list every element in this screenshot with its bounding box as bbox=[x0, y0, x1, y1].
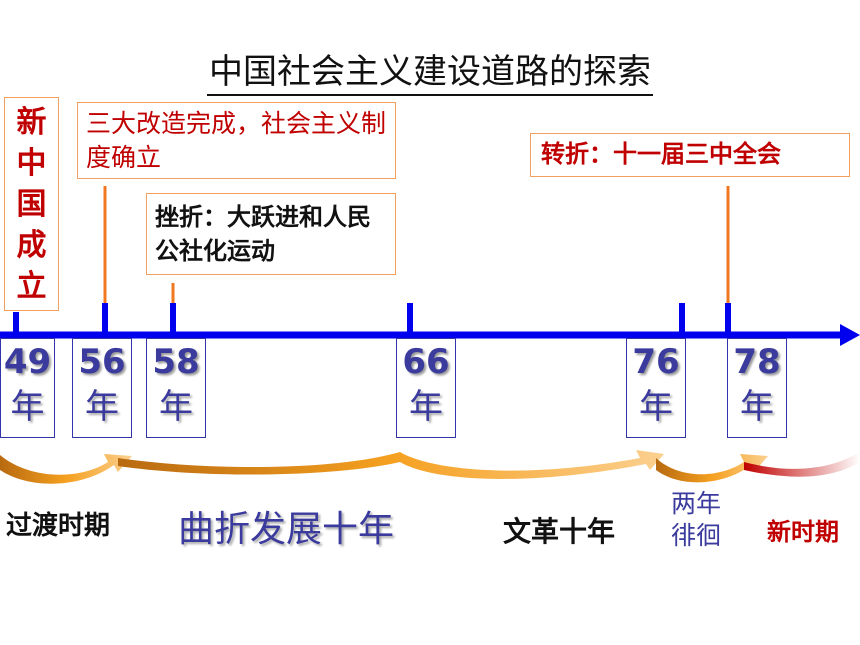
arrow-tortuous bbox=[118, 450, 664, 479]
event-turning-point: 转折：十一届三中全会 bbox=[530, 133, 850, 177]
period-transition: 过渡时期 bbox=[6, 511, 111, 541]
event-setback: 挫折：大跃进和人民公社化运动 bbox=[146, 193, 396, 275]
arrow-transition bbox=[0, 454, 132, 484]
year-49: 49 年 bbox=[0, 338, 55, 438]
period-tortuous: 曲折发展十年 bbox=[178, 509, 395, 550]
year-66: 66 年 bbox=[396, 338, 456, 438]
period-cultural-revolution: 文革十年 bbox=[503, 515, 616, 548]
event-founding: 新中国成立 bbox=[4, 97, 59, 311]
year-56: 56 年 bbox=[72, 338, 132, 438]
period-new-era: 新时期 bbox=[767, 518, 839, 546]
arrow-new-era bbox=[744, 452, 860, 477]
year-76: 76 年 bbox=[626, 338, 686, 438]
arrow-hesitation bbox=[656, 454, 768, 483]
year-58: 58 年 bbox=[146, 338, 206, 438]
timeline-arrowhead bbox=[840, 324, 860, 346]
year-78: 78 年 bbox=[727, 338, 787, 438]
period-hesitation: 两年 徘徊 bbox=[671, 489, 722, 550]
event-socialist-system: 三大改造完成，社会主义制度确立 bbox=[77, 102, 396, 179]
page-title: 中国社会主义建设道路的探索 bbox=[0, 44, 860, 96]
